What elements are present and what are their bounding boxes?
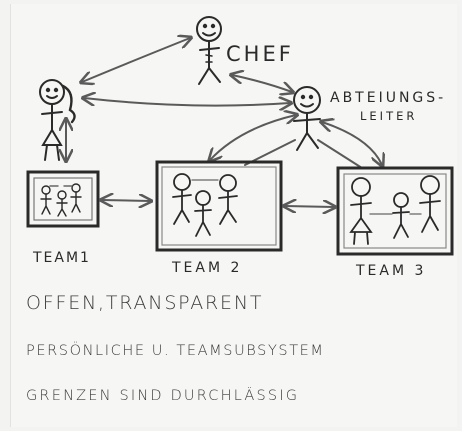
abteilungsleiter-figure — [293, 86, 321, 151]
team3-label: TEAM 3 — [355, 263, 426, 279]
arrow-team2-team3 — [285, 206, 334, 207]
arrow-chef-woman — [82, 38, 190, 82]
hierarchy-arrows — [66, 38, 382, 168]
note-open-transparent: OFFEN,TRANSPARENT — [26, 292, 264, 314]
arrow-chef-leader — [232, 75, 292, 92]
leaders-label-line1: ABTEIUNGS- — [330, 90, 446, 106]
leader-line-team3 — [317, 139, 363, 169]
arrow-team1-team2 — [102, 200, 150, 201]
team1-label: TEAM1 — [32, 250, 91, 266]
note-personal-team-subsystem: PERSÖNLICHE U. TEAMSUBSYSTEM — [26, 343, 325, 359]
team2-box — [155, 160, 283, 252]
team-arrows — [102, 200, 334, 207]
leaders-label-line2: LEITER — [360, 109, 417, 123]
team3-box — [336, 166, 454, 256]
team2-label: TEAM 2 — [171, 260, 242, 276]
team1-box — [26, 170, 100, 228]
arrow-leader-team2 — [210, 115, 296, 160]
arrow-leader-team3 — [322, 122, 382, 165]
left-woman-figure — [39, 79, 76, 161]
chef-label: CHEF — [226, 42, 294, 66]
chef-figure — [196, 16, 222, 85]
arrow-woman-leader — [84, 98, 290, 106]
note-boundaries-permeable: GRENZEN SIND DURCHLÄSSIG — [26, 388, 300, 404]
